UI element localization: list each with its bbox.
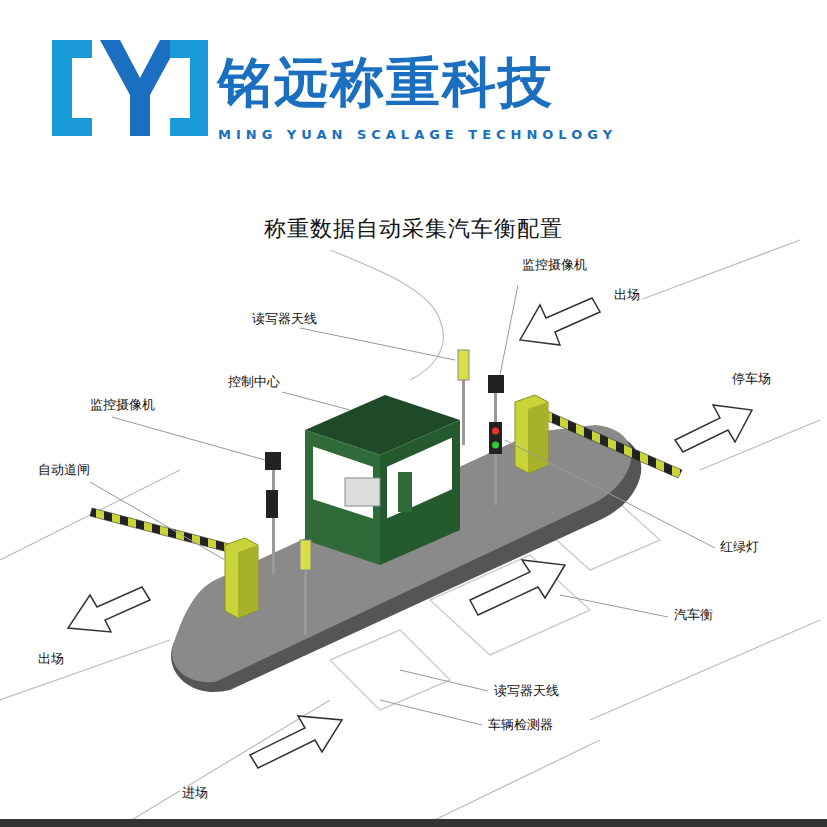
direction-label: 出场 [612,288,642,303]
part-label: 车辆检测器 [486,718,555,733]
poles [265,350,504,635]
part-label: 红绿灯 [718,540,761,555]
road-lines [0,240,820,827]
diagram-title: 称重数据自动采集汽车衡配置 [264,216,563,241]
direction-label: 停车场 [730,372,773,387]
part-label: 控制中心 [226,375,282,390]
barriers [90,395,682,618]
control-booth [305,395,460,565]
direction-label: 进场 [180,786,210,801]
direction-label: 出场 [36,652,66,667]
part-label: 读写器天线 [250,312,319,327]
arrows [68,298,752,768]
leader-lines [90,285,715,725]
company-name-en: MING YUAN SCALAGE TECHNOLOGY [218,128,617,143]
arrow [470,560,565,615]
part-label: 自动道闸 [36,463,92,478]
part-label: 汽车衡 [672,608,715,623]
bottom-band [0,819,827,827]
island [171,425,641,692]
logo [52,40,208,136]
part-label: 监控摄像机 [520,258,589,273]
company-name: 铭远称重科技 [218,52,554,114]
part-label: 读写器天线 [492,684,561,699]
part-label: 监控摄像机 [88,398,157,413]
